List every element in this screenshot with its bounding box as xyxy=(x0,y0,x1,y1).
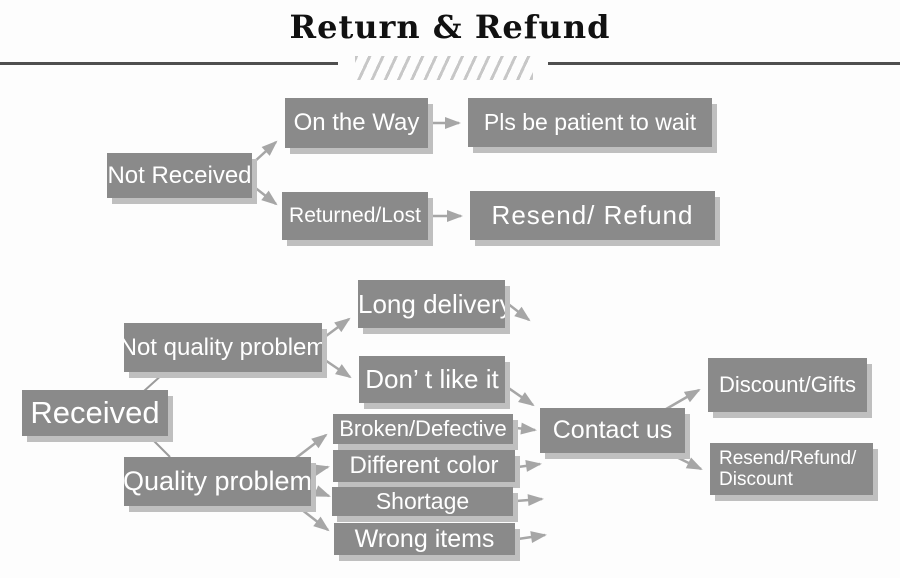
node-quality-problem: Quality problem xyxy=(124,457,311,506)
node-dont-like-it: Don’ t like it xyxy=(359,356,505,403)
resend-refund-discount-line1: Resend/Refund/ xyxy=(719,447,857,469)
arrow-not-received-to-on-the-way xyxy=(252,140,278,164)
node-wrong-items: Wrong items xyxy=(334,523,515,555)
node-received: Received xyxy=(22,390,168,436)
arrow-not-quality-to-long-delivery xyxy=(321,317,351,341)
link-received-to-not-quality xyxy=(143,372,165,392)
arrow-long-delivery-out xyxy=(506,302,531,322)
arrow-quality-to-broken xyxy=(291,433,328,462)
node-not-quality-problem: Not quality problem xyxy=(124,323,322,372)
link-received-to-quality xyxy=(148,435,171,458)
resend-refund-discount-line2: Discount xyxy=(719,469,793,490)
arrow-dont-like-to-contact-us xyxy=(506,385,535,407)
arrow-not-quality-to-dont-like xyxy=(321,356,352,379)
node-resend-refund: Resend/ Refund xyxy=(470,191,715,240)
divider-hash-icon xyxy=(355,56,533,80)
node-on-the-way: On the Way xyxy=(285,98,428,148)
node-shortage: Shortage xyxy=(332,487,513,516)
page-title: Return & Refund xyxy=(289,8,611,46)
node-pls-be-patient: Pls be patient to wait xyxy=(468,98,712,147)
arrow-wrong-items-to-contact-us xyxy=(517,531,547,543)
node-resend-refund-discount: Resend/Refund/ Discount xyxy=(710,443,873,495)
node-not-received: Not Received xyxy=(107,153,252,198)
arrow-quality-to-shortage xyxy=(310,485,331,498)
node-returned-lost: Returned/Lost xyxy=(282,192,428,240)
node-broken-defective: Broken/Defective xyxy=(333,414,513,444)
arrow-different-color-to-contact-us xyxy=(517,459,542,472)
arrow-not-received-to-returned-lost xyxy=(252,185,278,206)
node-different-color: Different color xyxy=(333,450,515,482)
arrow-broken-to-contact-us xyxy=(515,422,537,435)
arrow-quality-to-wrong-items xyxy=(296,505,330,532)
node-discount-gifts: Discount/Gifts xyxy=(708,358,867,412)
arrow-contact-us-to-resend-refund-discount xyxy=(661,448,703,471)
node-long-delivery: Long delivery xyxy=(358,280,505,328)
divider-line-right xyxy=(548,62,900,65)
arrow-quality-to-different-color xyxy=(310,464,330,477)
arrow-shortage-to-contact-us xyxy=(515,494,544,507)
divider-line-left xyxy=(0,62,338,65)
node-contact-us: Contact us xyxy=(540,408,685,453)
